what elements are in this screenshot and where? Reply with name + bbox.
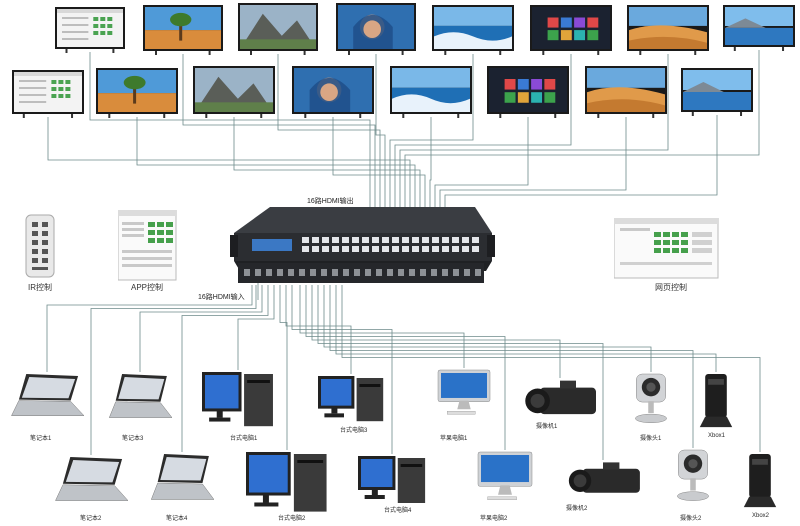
desktop-pc-device (246, 452, 327, 512)
laptop-device (150, 454, 214, 500)
ocean-waves-screen (434, 7, 512, 49)
all-in-one-pc-device (477, 451, 533, 500)
hdmi-matrix-switcher (230, 205, 495, 287)
tv-display (487, 66, 569, 118)
mountain-lake-screen (725, 7, 793, 45)
tv-display (530, 5, 612, 55)
app-control-screen (117, 209, 178, 287)
source-label: 台式电脑4 (384, 508, 412, 514)
app-ui-screen (57, 9, 123, 47)
web-control-screen (613, 217, 720, 285)
matrix-chassis (230, 207, 495, 283)
web-control-label: 网页控制 (655, 283, 687, 292)
source-label: 苹果电脑1 (440, 436, 468, 442)
desktop-pc-device (202, 372, 273, 427)
tv-display (627, 5, 709, 55)
source-label: 笔记本4 (166, 516, 188, 522)
tv-display (336, 3, 416, 55)
camcorder-device (568, 462, 640, 493)
source-label: 笔记本3 (122, 436, 144, 442)
all-in-one-pc-device (437, 369, 491, 415)
source-label: 台式电脑3 (340, 428, 368, 434)
webcam-device (677, 449, 709, 501)
laptop-device (108, 374, 172, 418)
mountains-screen (240, 5, 316, 50)
source-label: 摄像机1 (536, 424, 558, 430)
beach-tree-screen (98, 70, 176, 112)
source-label: 笔记本1 (30, 436, 52, 442)
app-ui-screen (14, 72, 82, 112)
ir-control-label: IR控制 (28, 283, 52, 292)
input-label: 16路HDMI输入 (198, 294, 245, 301)
tv-display (193, 66, 275, 118)
tile-dashboard-screen (532, 7, 610, 49)
source-label: Xbox1 (708, 433, 726, 439)
mountains-screen (195, 68, 273, 112)
game-console-device (743, 454, 777, 508)
app-control-label: APP控制 (131, 283, 164, 292)
tv-display (96, 68, 178, 118)
desktop-pc-device (318, 376, 384, 422)
tv-display (585, 66, 667, 118)
ir-remote (24, 214, 58, 285)
tile-dashboard-screen (489, 68, 567, 112)
tv-display (238, 3, 318, 55)
tv-display (55, 7, 125, 53)
tv-display (292, 66, 374, 118)
tv-display (143, 5, 223, 55)
source-label: 摄像机2 (566, 506, 588, 512)
source-label: 台式电脑2 (278, 516, 306, 522)
tv-display (390, 66, 472, 118)
camcorder-device (525, 380, 596, 415)
woman-portrait-screen (338, 5, 414, 49)
source-label: 笔记本2 (80, 516, 102, 522)
beach-tree-screen (145, 7, 221, 49)
desert-dunes-screen (587, 68, 665, 112)
mountain-lake-screen (683, 70, 751, 110)
desert-dunes-screen (629, 7, 707, 49)
source-label: 苹果电脑2 (480, 516, 508, 522)
ocean-waves-screen (392, 68, 470, 112)
laptop-device (55, 457, 128, 501)
woman-portrait-screen (294, 68, 372, 112)
output-label: 16路HDMI输出 (307, 198, 354, 205)
desktop-pc-device (358, 456, 426, 503)
source-label: 台式电脑1 (230, 436, 258, 442)
game-console-device (699, 374, 733, 428)
webcam-device (635, 373, 667, 424)
tv-display (12, 70, 84, 118)
tv-display (723, 5, 795, 51)
tv-display (432, 5, 514, 55)
laptop-device (11, 374, 84, 416)
source-label: 摄像头1 (640, 436, 662, 442)
source-label: 摄像头2 (680, 516, 702, 522)
tv-display (681, 68, 753, 116)
source-label: Xbox2 (752, 513, 770, 519)
